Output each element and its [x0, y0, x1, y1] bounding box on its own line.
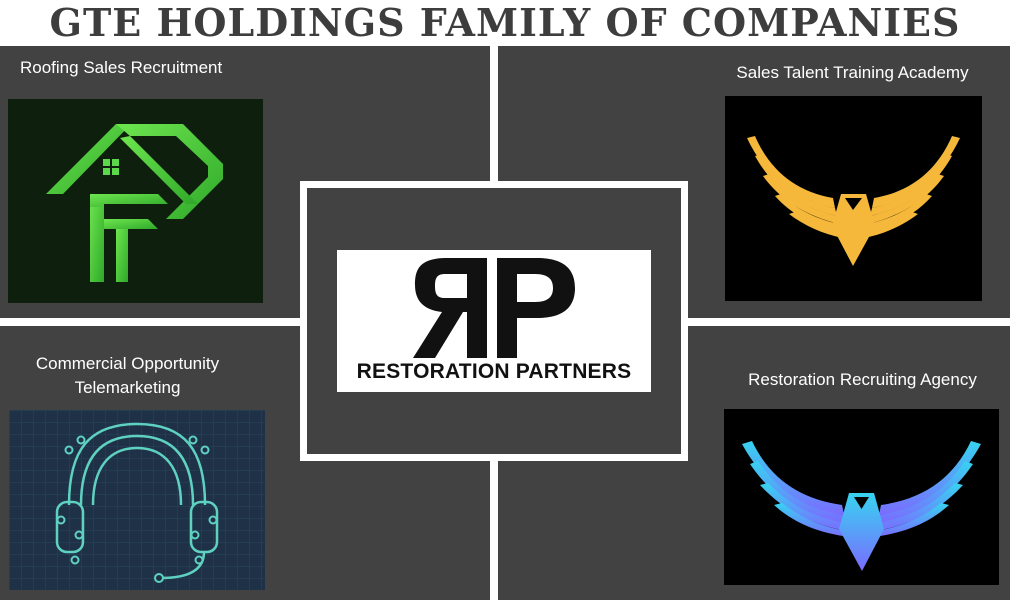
company-name-roofing-sales-recruitment: Roofing Sales Recruitment	[20, 58, 223, 77]
restoration-partners-name: RESTORATION PARTNERS	[356, 360, 632, 383]
restoration-partners-logo: RESTORATION PARTNERS	[337, 250, 651, 392]
gradient-eagle-logo-icon	[724, 409, 999, 585]
company-name-restoration-recruiting-agency: Restoration Recruiting Agency	[748, 370, 977, 389]
house-letter-p-logo-icon	[8, 99, 263, 303]
company-name-line-2: Telemarketing	[74, 378, 181, 397]
company-name-line-1: Commercial Opportunity	[35, 354, 220, 373]
page-title: GTE HOLDINGS FAMILY OF COMPANIES	[49, 0, 961, 45]
golden-eagle-logo-icon	[725, 96, 982, 301]
circuit-headset-logo-icon	[9, 410, 265, 590]
company-name-commercial-opportunity-telemarketing: Commercial Opportunity Telemarketing	[10, 352, 245, 400]
company-name-sales-talent-training-academy: Sales Talent Training Academy	[736, 63, 969, 82]
rp-monogram-logo-icon	[413, 258, 575, 358]
